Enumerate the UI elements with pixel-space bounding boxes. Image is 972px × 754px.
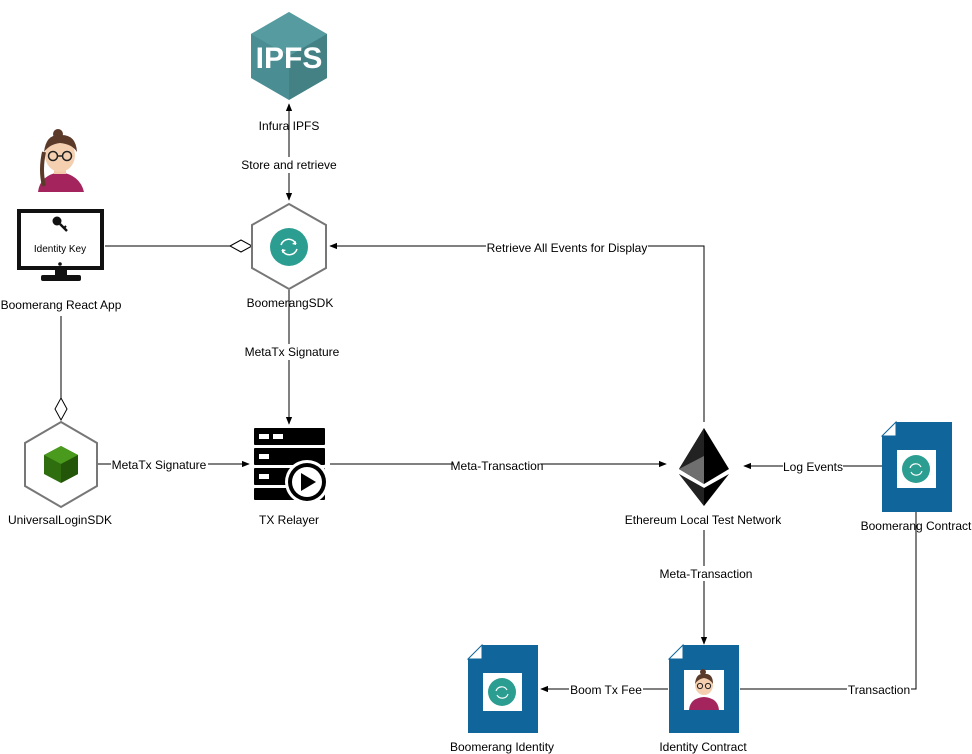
edge-label-meta-transaction-2: Meta-Transaction — [660, 567, 753, 581]
server-play-icon — [254, 428, 329, 504]
edge-label-retrieve-events: Retrieve All Events for Display — [487, 241, 648, 255]
ipfs-node: IPFS Infura IPFS — [251, 12, 327, 133]
edge-relayer-ethereum: Meta-Transaction — [330, 459, 667, 473]
ipfs-label: Infura IPFS — [259, 119, 320, 133]
edge-store-retrieve: Store and retrieve — [240, 103, 340, 201]
boomerang-contract-node: Boomerang Contract — [861, 420, 972, 533]
contract-document-icon — [880, 420, 952, 512]
user-avatar-icon — [38, 129, 84, 192]
key-icon — [52, 216, 68, 232]
edge-label-store-retrieve: Store and retrieve — [241, 158, 337, 172]
identity-document-icon — [667, 643, 739, 733]
edge-sdk-relayer: MetaTx Signature — [243, 290, 341, 425]
ipfs-logo-icon: IPFS — [251, 12, 327, 100]
edge-react-universal-login — [54, 316, 68, 422]
sdk-hexagon-icon — [251, 202, 327, 291]
edge-label-ul-metatx: MetaTx Signature — [112, 458, 207, 472]
boomerang-sdk-label: BoomerangSDK — [247, 296, 334, 310]
edge-label-log-events: Log Events — [783, 460, 843, 474]
boomerang-contract-label: Boomerang Contract — [861, 519, 972, 533]
edge-ul-relayer: MetaTx Signature — [97, 457, 250, 472]
edge-transaction: Transaction — [740, 483, 920, 697]
universal-login-node: UniversalLoginSDK — [8, 420, 112, 527]
edge-retrieve-events: Retrieve All Events for Display — [329, 240, 705, 422]
tx-relayer-node: TX Relayer — [254, 428, 329, 527]
boomerang-identity-node: Boomerang Identity — [450, 643, 554, 754]
edge-label-meta-transaction-1: Meta-Transaction — [451, 459, 544, 473]
ethereum-label: Ethereum Local Test Network — [625, 513, 783, 527]
ethereum-node: Ethereum Local Test Network — [625, 428, 783, 527]
edge-label-sdk-metatx: MetaTx Signature — [245, 345, 340, 359]
aggregation-diamond-ul — [54, 396, 68, 422]
edge-label-transaction: Transaction — [848, 683, 910, 697]
react-app-node: Identity Key Boomerang React App — [1, 209, 122, 312]
identity-contract-node: Identity Contract — [659, 643, 747, 754]
aggregation-diamond-sdk — [228, 239, 254, 253]
edge-log-events: Log Events — [743, 459, 882, 474]
edge-label-boom-fee: Boom Tx Fee — [570, 683, 642, 697]
universal-login-label: UniversalLoginSDK — [8, 513, 112, 527]
boomerang-sdk-node: BoomerangSDK — [247, 202, 334, 310]
edge-react-sdk — [105, 239, 254, 253]
edge-boom-fee: Boom Tx Fee — [540, 683, 668, 697]
identity-key-text: Identity Key — [34, 244, 86, 255]
react-app-label: Boomerang React App — [1, 298, 122, 312]
identity-contract-label: Identity Contract — [659, 740, 747, 754]
ul-hexagon-icon — [24, 420, 98, 509]
identity-contract-document-icon — [466, 643, 538, 733]
tx-relayer-label: TX Relayer — [259, 513, 319, 527]
ipfs-logo-text: IPFS — [256, 42, 323, 75]
edge-ethereum-identity: Meta-Transaction — [657, 530, 755, 645]
ethereum-logo-icon — [679, 428, 729, 506]
boomerang-identity-label: Boomerang Identity — [450, 740, 554, 754]
